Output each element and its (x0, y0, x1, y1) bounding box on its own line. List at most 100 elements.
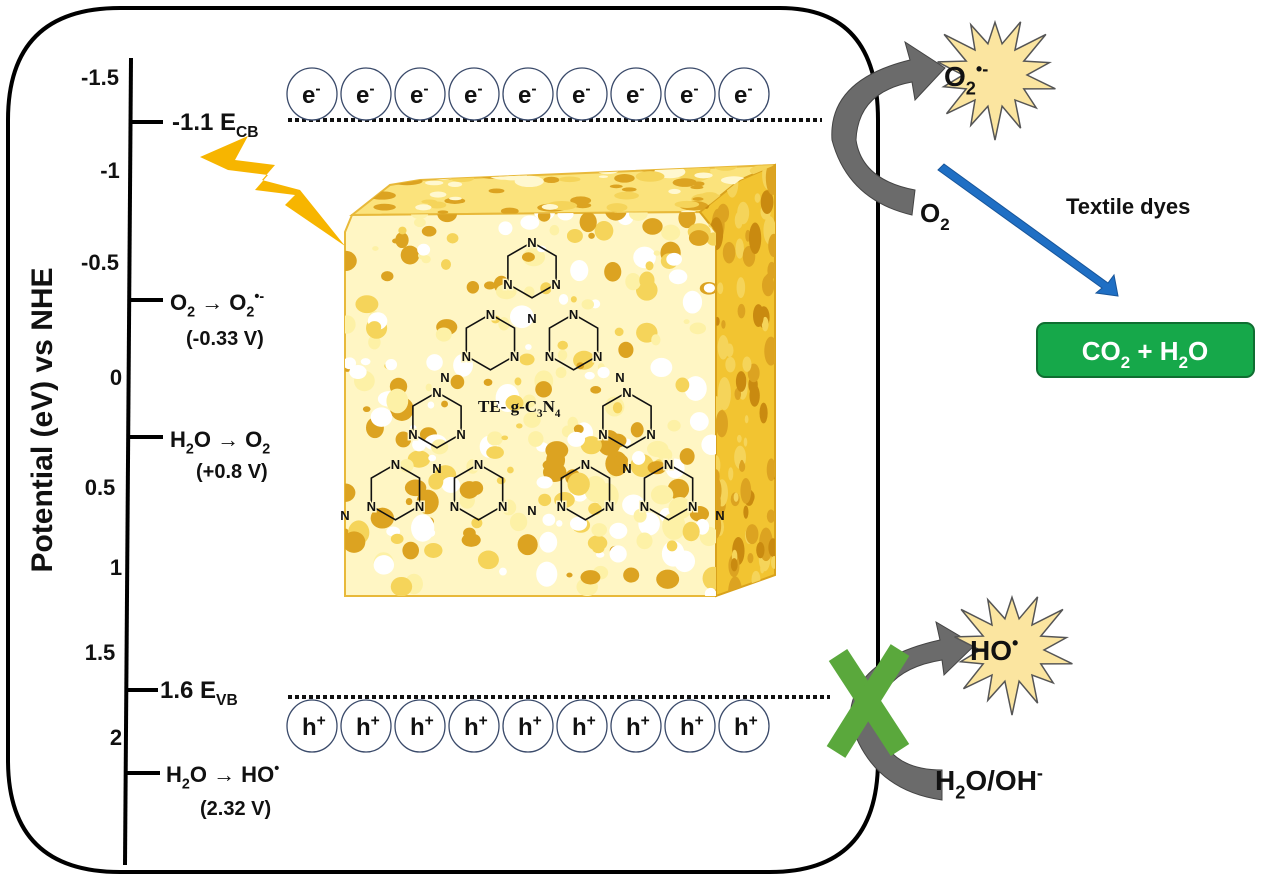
nitrogen-atom: N (486, 307, 495, 322)
axis-tick-label: -1.5 (81, 65, 119, 90)
nitrogen-atom: N (503, 277, 512, 292)
pore (756, 542, 765, 559)
pore (372, 246, 379, 251)
nitrogen-atom: N (510, 349, 519, 364)
o2-reaction-label: O2 → O2•- (170, 289, 264, 320)
pore (667, 419, 681, 432)
pore (703, 283, 715, 293)
text-segment: H (166, 762, 182, 787)
pore (440, 259, 451, 270)
hydroxyl-label: HO• (970, 633, 1018, 666)
pore (715, 410, 728, 438)
text-segment: 2 (246, 305, 254, 321)
nitrogen-atom: N (462, 349, 471, 364)
hole-circle (448, 699, 500, 753)
pore (407, 171, 435, 180)
pore (370, 507, 394, 529)
pore (751, 570, 761, 589)
pore (525, 167, 537, 171)
pore (604, 262, 622, 282)
text-segment: + (371, 712, 380, 729)
pore (682, 290, 703, 314)
pore (609, 184, 623, 189)
pore (682, 521, 700, 542)
pore (567, 431, 586, 447)
nitrogen-atom: N (688, 499, 697, 514)
pore (761, 274, 775, 297)
pore (367, 321, 382, 334)
pore (395, 431, 412, 448)
pore (650, 485, 674, 505)
bridging-nitrogen-atom: N (527, 503, 536, 518)
hole-circle (556, 699, 608, 753)
text-segment: e (518, 82, 531, 109)
nitrogen-atom: N (598, 427, 607, 442)
text-segment: 2 (182, 777, 190, 793)
pore (689, 506, 710, 522)
pore (501, 435, 509, 441)
pore (538, 493, 552, 507)
pore (441, 476, 461, 493)
text-segment: HO (970, 635, 1012, 666)
pore (735, 238, 744, 259)
text-segment: + (749, 712, 758, 729)
triazine-ring (370, 463, 421, 521)
pore (520, 215, 540, 230)
pore (766, 509, 775, 523)
electron-circle (340, 67, 392, 121)
hole-label: h+ (518, 712, 542, 741)
pore (362, 406, 371, 413)
electron-label: e- (356, 80, 375, 109)
pore (484, 281, 496, 290)
oxygen-label: O2 (920, 198, 950, 234)
pore (635, 171, 665, 182)
text-segment: H (935, 765, 955, 796)
axis-tick-label: 1 (110, 555, 122, 580)
triazine-ring (560, 463, 611, 521)
frame-rounded-box (6, 6, 880, 874)
text-segment: 2 (955, 782, 965, 802)
triazine-ring (643, 463, 694, 521)
pore (477, 550, 499, 570)
text-segment: 2 (1179, 353, 1188, 372)
text-segment: + (587, 712, 596, 729)
text-segment: - (423, 80, 428, 97)
bridging-nitrogen-atom: N (715, 508, 724, 523)
pore (768, 538, 775, 558)
pore (614, 454, 629, 467)
pore (770, 556, 775, 569)
bridging-nitrogen-atom: N (340, 508, 349, 523)
pore (739, 459, 744, 467)
pore (417, 243, 431, 256)
h2o-o2-reaction-label: H2O → O2 (170, 427, 270, 458)
pore (567, 472, 590, 496)
text-segment: + (317, 712, 326, 729)
pore (428, 454, 437, 462)
triazine-ring (602, 391, 652, 449)
text-segment: e (572, 82, 585, 109)
pore (415, 204, 432, 211)
pore (749, 384, 760, 407)
pore (674, 200, 700, 208)
hole-label: h+ (680, 712, 704, 741)
hole-circle (718, 699, 770, 753)
hole-circle (340, 699, 392, 753)
pore (415, 451, 428, 461)
text-segment: → O (195, 290, 246, 315)
pore (370, 407, 393, 427)
pore (736, 434, 742, 443)
pore (614, 191, 639, 200)
pore (692, 197, 704, 201)
material-label: TE- g-C3N4 (478, 397, 561, 420)
pore (754, 193, 761, 203)
pore (761, 316, 769, 332)
o2-potential-label: (-0.33 V) (186, 328, 264, 350)
pore (566, 228, 583, 243)
text-segment: - (747, 80, 752, 97)
text-segment: -1.1 E (172, 109, 236, 136)
text-segment: h (572, 714, 587, 741)
pore (542, 513, 556, 526)
pore (412, 437, 427, 452)
pore (678, 212, 696, 229)
